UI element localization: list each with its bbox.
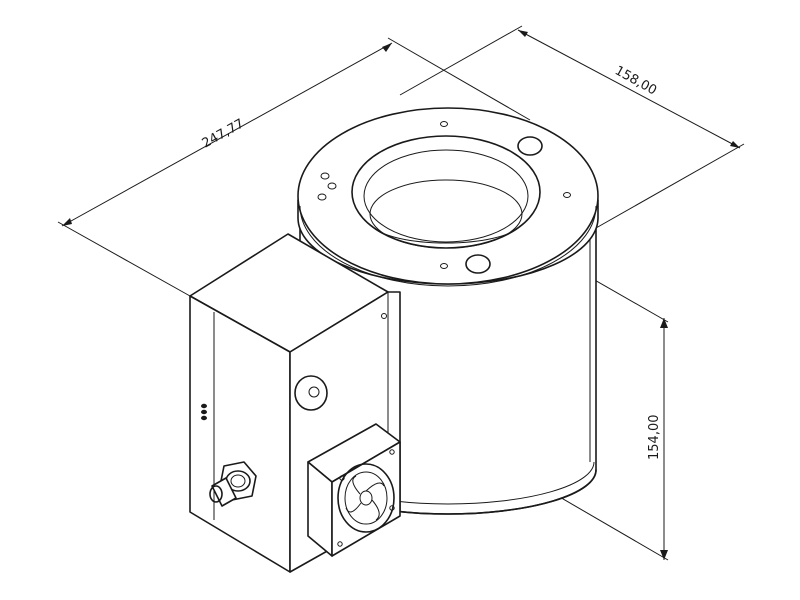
dimension-length-label: 247,77: [200, 116, 247, 151]
top-flange: [297, 107, 599, 287]
dimension-width-label: 158,00: [612, 63, 659, 98]
indicator-leds-icon: [201, 403, 207, 421]
dimension-height-label: 154,00: [647, 415, 662, 461]
cable-gland-icon: [209, 461, 257, 507]
electronics-box: [189, 233, 401, 573]
fan-icon: [307, 423, 401, 557]
